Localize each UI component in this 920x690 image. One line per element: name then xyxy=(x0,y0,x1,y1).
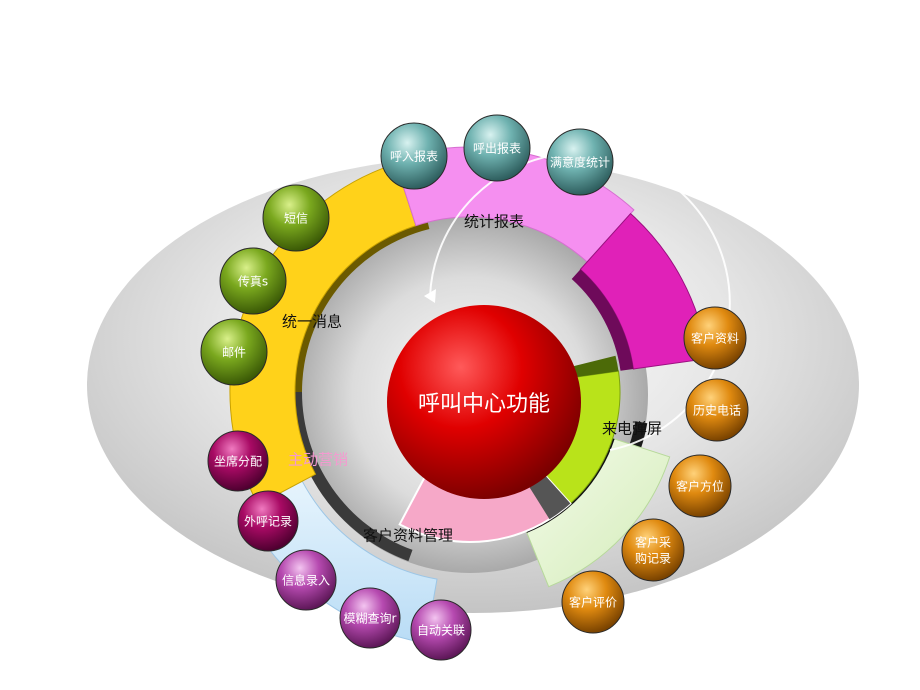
node-fuzzy-query[interactable]: 模糊查询r xyxy=(339,587,401,649)
svg-text:坐席分配: 坐席分配 xyxy=(214,454,262,469)
node-outcall-records[interactable]: 外呼记录 xyxy=(237,490,299,552)
band-stats-dark-edge xyxy=(571,269,634,371)
feature-nodes: 呼入报表 呼出报表 满意度统计 短信 传真s 邮件 坐席分配 外呼记录 xyxy=(200,114,749,661)
center-sphere xyxy=(387,305,581,499)
svg-text:模糊查询r: 模糊查询r xyxy=(344,611,397,626)
svg-text:信息录入: 信息录入 xyxy=(282,573,330,588)
section-label-stats: 统计报表 xyxy=(464,213,524,231)
node-inbound-report[interactable]: 呼入报表 xyxy=(380,122,448,190)
node-purchase-records[interactable]: 客户采 购记录 xyxy=(621,518,685,582)
svg-text:客户采: 客户采 xyxy=(635,535,671,550)
node-email[interactable]: 邮件 xyxy=(200,318,268,386)
node-call-history[interactable]: 历史电话 xyxy=(685,378,749,442)
svg-text:外呼记录: 外呼记录 xyxy=(244,515,292,529)
svg-text:自动关联: 自动关联 xyxy=(417,624,465,638)
svg-text:呼出报表: 呼出报表 xyxy=(473,141,521,156)
svg-text:满意度统计: 满意度统计 xyxy=(550,155,610,170)
node-satisfaction-stats[interactable]: 满意度统计 xyxy=(546,128,614,196)
svg-text:客户方位: 客户方位 xyxy=(676,479,724,494)
node-info-entry[interactable]: 信息录入 xyxy=(275,549,337,611)
svg-text:呼入报表: 呼入报表 xyxy=(390,149,438,164)
svg-text:邮件: 邮件 xyxy=(222,346,246,360)
cycle-arrow-head xyxy=(424,289,436,303)
node-fax[interactable]: 传真s xyxy=(219,247,287,315)
section-label-popup: 来电弹屏 xyxy=(602,420,662,438)
node-auto-link[interactable]: 自动关联 xyxy=(410,599,472,661)
node-seat-assignment[interactable]: 坐席分配 xyxy=(207,430,269,492)
node-outbound-report[interactable]: 呼出报表 xyxy=(463,114,531,182)
section-label-marketing: 主动营销 xyxy=(288,451,348,469)
svg-text:传真s: 传真s xyxy=(238,274,268,289)
svg-text:客户评价: 客户评价 xyxy=(569,595,617,610)
center-label: 呼叫中心功能 xyxy=(418,392,550,417)
svg-text:客户资料: 客户资料 xyxy=(691,331,739,346)
node-customer-profile[interactable]: 客户资料 xyxy=(683,306,747,370)
svg-text:历史电话: 历史电话 xyxy=(693,404,741,418)
section-label-messaging: 统一消息 xyxy=(282,313,342,331)
svg-text:短信: 短信 xyxy=(284,212,308,226)
svg-text:购记录: 购记录 xyxy=(635,551,671,566)
node-customer-evaluation[interactable]: 客户评价 xyxy=(561,570,625,634)
band-shadow-bottom xyxy=(290,392,413,562)
node-sms[interactable]: 短信 xyxy=(262,184,330,252)
section-label-customer-mgmt: 客户资料管理 xyxy=(363,527,453,545)
node-customer-location[interactable]: 客户方位 xyxy=(668,454,732,518)
